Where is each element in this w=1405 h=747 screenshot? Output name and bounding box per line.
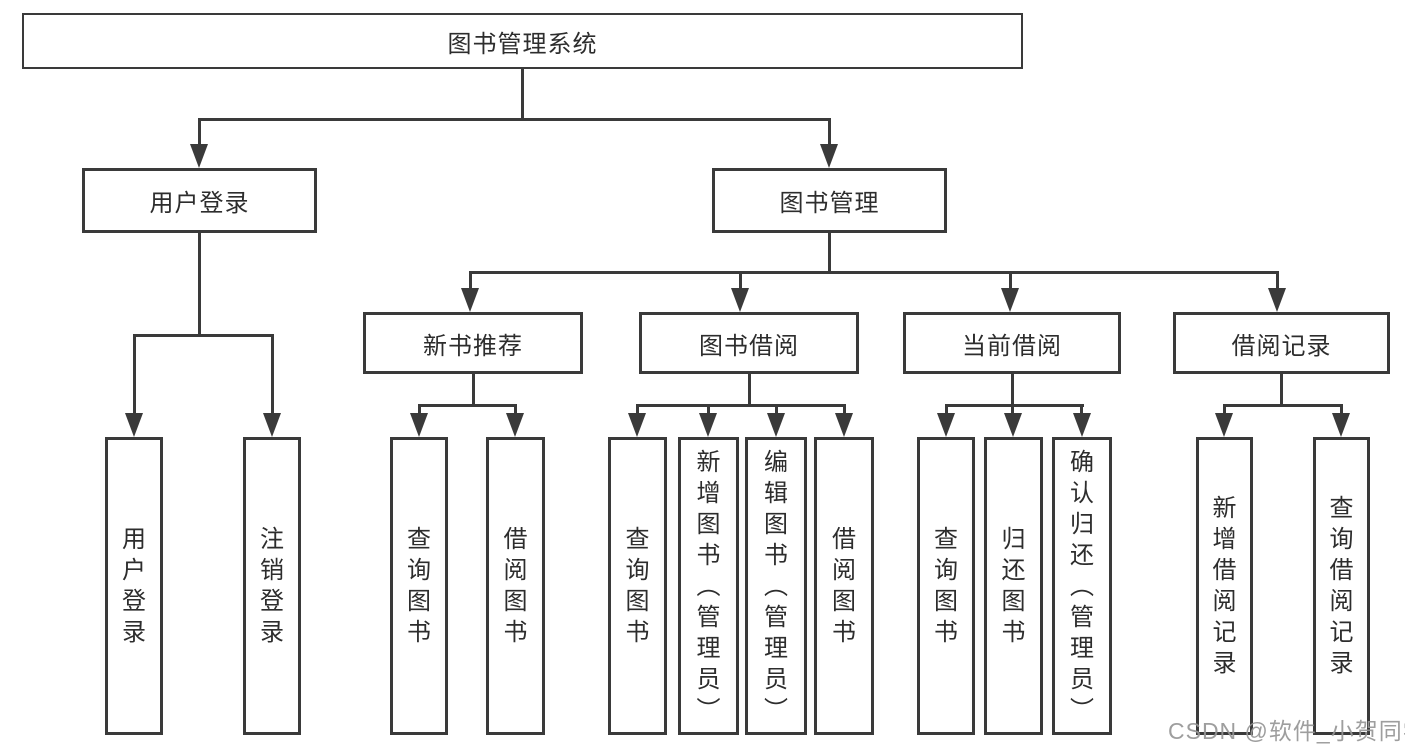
connector-line: [739, 271, 742, 292]
node-label: 借阅记录: [1231, 332, 1332, 360]
arrowhead-down-icon: [461, 288, 479, 312]
csdn-watermark: CSDN @软件_小贺同学: [1168, 718, 1405, 744]
connector-line: [1011, 374, 1014, 407]
node-current-borrowing: 当前借阅: [903, 312, 1121, 374]
connector-line: [1223, 404, 1343, 407]
leaf-label: 借阅图书: [503, 526, 528, 646]
connector-line: [198, 118, 831, 121]
connector-line: [1276, 271, 1279, 292]
leaf-label: 新增借阅记录: [1212, 495, 1237, 677]
connector-line: [828, 233, 831, 274]
arrowhead-down-icon: [731, 288, 749, 312]
arrowhead-down-icon: [1268, 288, 1286, 312]
arrowhead-down-icon: [1332, 413, 1350, 437]
leaf-label: 查询图书: [934, 526, 958, 646]
connector-line: [198, 233, 201, 337]
arrowhead-down-icon: [1001, 288, 1019, 312]
node-borrowing-records: 借阅记录: [1173, 312, 1390, 374]
leaf-add-book-admin: 新增图书︵管理员︶: [678, 437, 739, 735]
leaf-label: 查询图书: [625, 526, 650, 646]
arrowhead-down-icon: [1215, 413, 1233, 437]
node-label: 图书借阅: [699, 332, 799, 360]
node-book-management: 图书管理: [712, 168, 947, 233]
connector-line: [1011, 404, 1014, 417]
arrowhead-down-icon: [1073, 413, 1091, 437]
leaf-borrow-books: 借阅图书: [814, 437, 874, 735]
connector-line: [418, 404, 517, 407]
arrowhead-down-icon: [628, 413, 646, 437]
connector-line: [133, 334, 274, 337]
leaf-query-borrow-record: 查询借阅记录: [1313, 437, 1370, 735]
connector-line: [418, 404, 421, 417]
node-label: 新书推荐: [423, 332, 523, 360]
leaf-confirm-return-admin: 确认归还︵管理员︶: [1052, 437, 1112, 735]
node-label: 当前借阅: [962, 332, 1062, 360]
leaf-label: 用户登录: [122, 526, 146, 646]
arrowhead-down-icon: [937, 413, 955, 437]
arrowhead-down-icon: [506, 413, 524, 437]
leaf-label: 注销登录: [260, 526, 284, 646]
arrowhead-down-icon: [410, 413, 428, 437]
leaf-return-book: 归还图书: [984, 437, 1043, 735]
leaf-label: 确认归还︵管理员︶: [1070, 448, 1094, 724]
arrowhead-down-icon: [190, 144, 208, 168]
leaf-add-borrow-record: 新增借阅记录: [1196, 437, 1253, 735]
node-book-borrowing: 图书借阅: [639, 312, 859, 374]
connector-line: [271, 334, 274, 416]
leaf-label: 归还图书: [1001, 526, 1026, 646]
leaf-label: 查询借阅记录: [1329, 495, 1354, 677]
leaf-query-books-borrow: 查询图书: [608, 437, 667, 735]
connector-line: [636, 404, 846, 407]
node-label: 用户登录: [149, 190, 250, 217]
connector-line: [469, 271, 472, 292]
leaf-query-books-current: 查询图书: [917, 437, 975, 735]
connector-line: [1009, 271, 1012, 292]
leaf-label: 借阅图书: [832, 526, 856, 646]
node-label: 图书管理系统: [447, 30, 598, 58]
connector-line: [1280, 374, 1283, 407]
connector-line: [945, 404, 1084, 407]
connector-line: [469, 271, 1279, 274]
connector-line: [707, 404, 710, 417]
connector-line: [514, 404, 517, 417]
leaf-label: 查询图书: [407, 526, 431, 646]
leaf-user-login: 用户登录: [105, 437, 163, 735]
connector-line: [828, 118, 831, 148]
arrowhead-down-icon: [699, 413, 717, 437]
node-new-book-recommendation: 新书推荐: [363, 312, 583, 374]
connector-line: [945, 404, 948, 417]
connector-line: [472, 374, 475, 407]
leaf-edit-book-admin: 编辑图书︵管理员︶: [745, 437, 807, 735]
arrowhead-down-icon: [263, 413, 281, 437]
connector-line: [133, 334, 136, 416]
connector-line: [775, 404, 778, 417]
node-user-login: 用户登录: [82, 168, 317, 233]
leaf-label: 新增图书︵管理员︶: [696, 448, 721, 724]
arrowhead-down-icon: [820, 144, 838, 168]
leaf-borrow-books-recommend: 借阅图书: [486, 437, 545, 735]
connector-line: [843, 404, 846, 417]
node-label: 图书管理: [779, 190, 880, 217]
leaf-logout: 注销登录: [243, 437, 301, 735]
connector-line: [748, 374, 751, 407]
arrowhead-down-icon: [125, 413, 143, 437]
leaf-query-books-recommend: 查询图书: [390, 437, 448, 735]
connector-line: [1223, 404, 1226, 417]
arrowhead-down-icon: [767, 413, 785, 437]
arrowhead-down-icon: [835, 413, 853, 437]
node-library-management-system: 图书管理系统: [22, 13, 1023, 69]
connector-line: [1080, 404, 1083, 417]
connector-line: [636, 404, 639, 417]
arrowhead-down-icon: [1004, 413, 1022, 437]
leaf-label: 编辑图书︵管理员︶: [764, 448, 788, 724]
connector-line: [198, 118, 201, 148]
connector-line: [521, 69, 524, 121]
connector-line: [1340, 404, 1343, 417]
